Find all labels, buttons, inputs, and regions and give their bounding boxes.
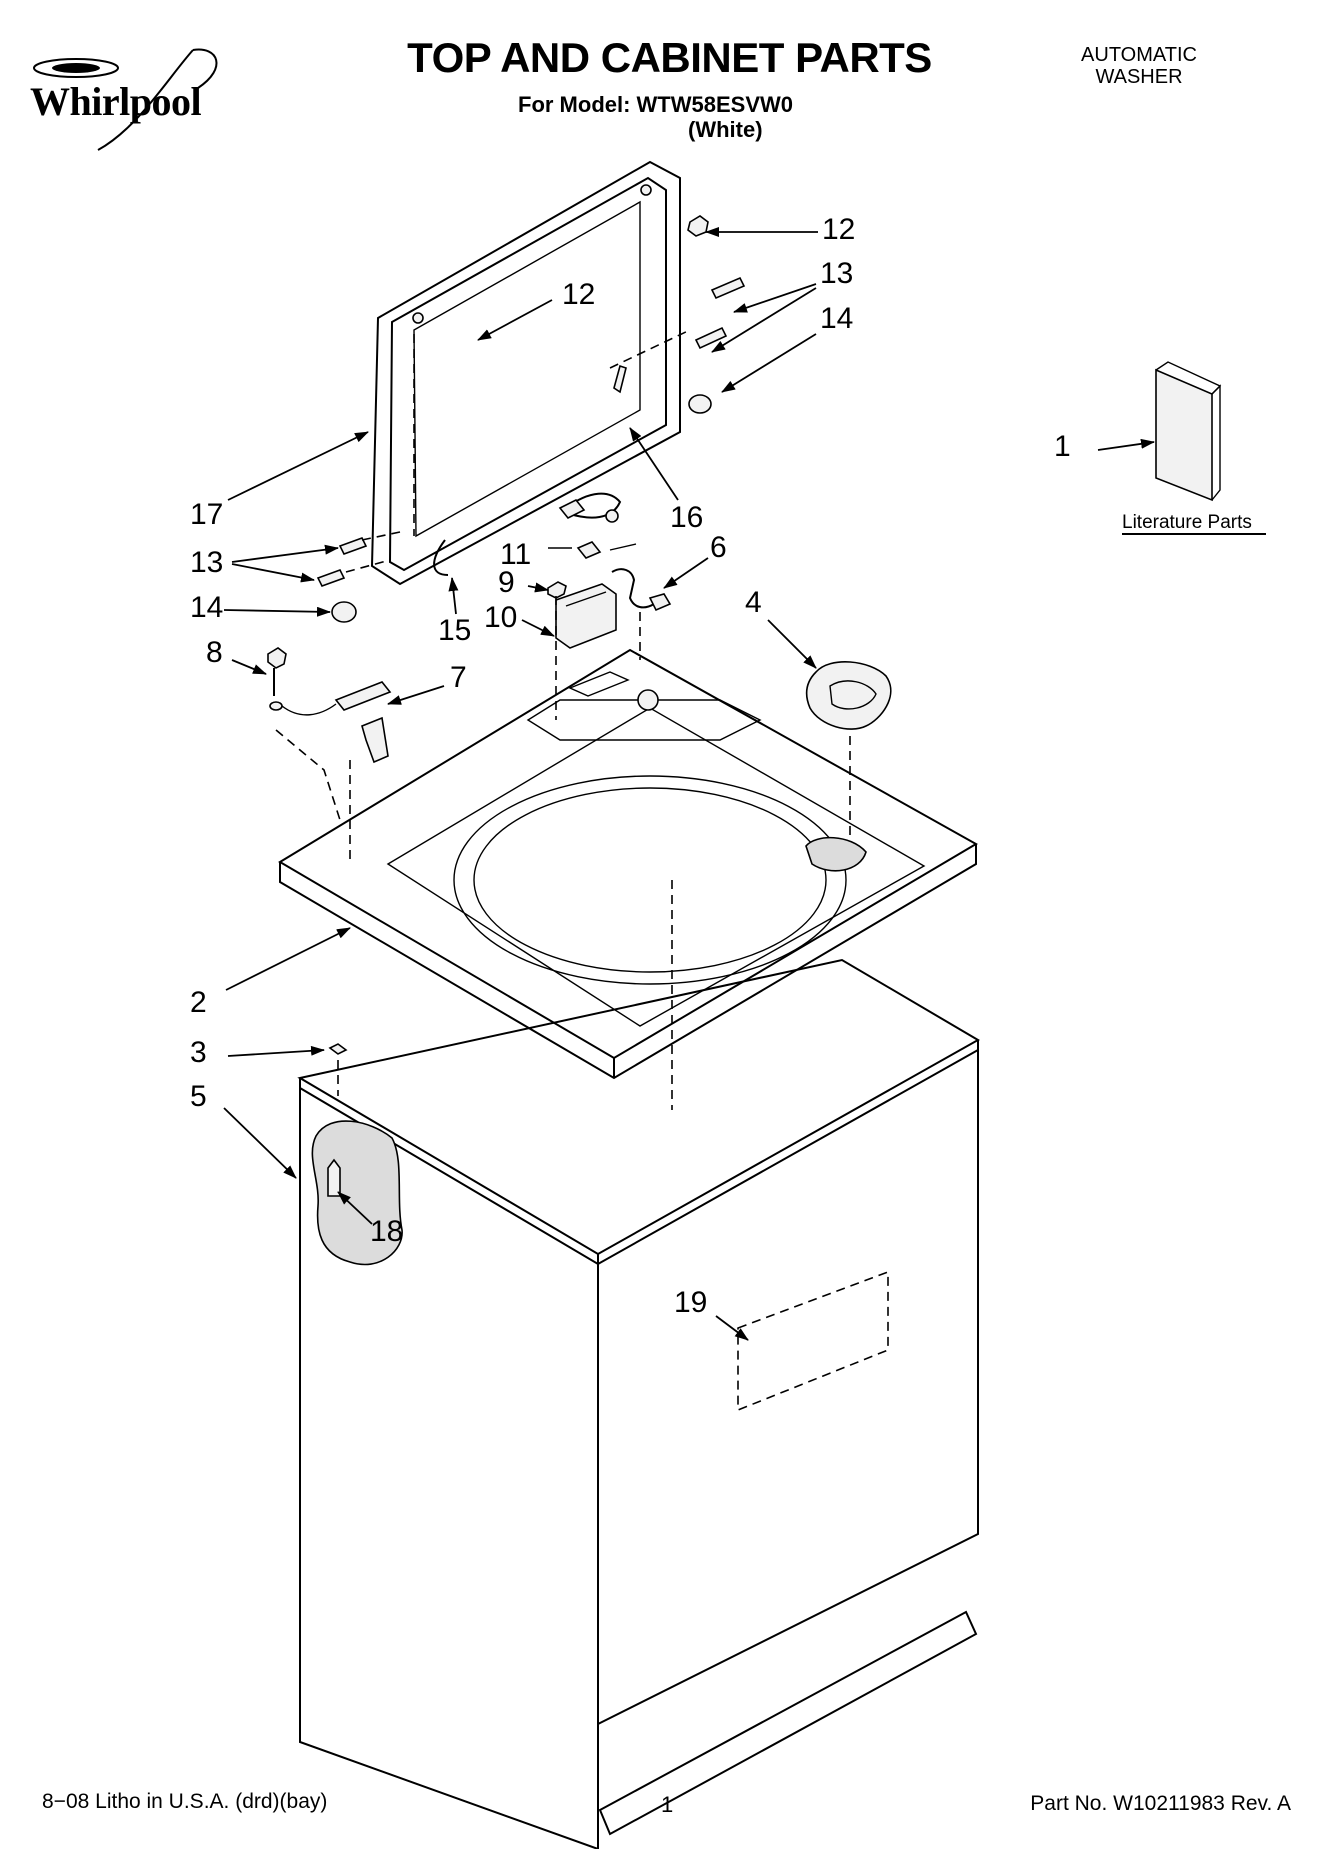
appliance-type: AUTOMATIC WASHER xyxy=(1059,44,1219,88)
callout-3: 3 xyxy=(190,1036,207,1069)
callout-4: 4 xyxy=(745,586,762,619)
callout-7: 7 xyxy=(450,661,467,694)
model-line: For Model: WTW58ESVW0 xyxy=(518,92,793,117)
top-panel xyxy=(278,648,979,1110)
hinge-hardware-right xyxy=(609,215,746,414)
callout-10: 10 xyxy=(484,601,518,634)
brand-name: Whirlpool xyxy=(30,79,202,124)
litho-note: 8−08 Litho in U.S.A. (drd)(bay) xyxy=(42,1790,328,1813)
leader-arrows xyxy=(223,227,1155,1341)
callout-1: 1 xyxy=(1054,430,1071,463)
lid-assembly xyxy=(370,160,681,586)
page-number: 1 xyxy=(661,1792,674,1817)
callout-12b: 12 xyxy=(562,278,596,311)
callout-5: 5 xyxy=(190,1080,207,1113)
appliance-line-2: WASHER xyxy=(1095,66,1183,88)
cabinet xyxy=(297,958,981,1849)
switch-bracket-parts xyxy=(267,647,392,860)
part-number: Part No. W10211983 Rev. A xyxy=(1030,1792,1291,1815)
callout-17: 17 xyxy=(190,498,224,531)
callout-2: 2 xyxy=(190,986,207,1019)
callout-14a: 14 xyxy=(820,302,854,335)
callout-6: 6 xyxy=(710,531,727,564)
callout-13a: 13 xyxy=(820,257,854,290)
page-title: TOP AND CABINET PARTS xyxy=(407,34,932,81)
lid-switch-parts xyxy=(547,568,672,720)
callout-19: 19 xyxy=(674,1286,708,1319)
callout-13b: 13 xyxy=(190,546,224,579)
hinge-hardware-left xyxy=(316,531,401,623)
callout-18: 18 xyxy=(370,1215,404,1248)
callout-9: 9 xyxy=(498,566,515,599)
callout-11: 11 xyxy=(500,538,532,571)
literature-parts-label: Literature Parts xyxy=(1122,512,1252,533)
wire-harness xyxy=(548,492,637,559)
color-line: (White) xyxy=(688,117,763,142)
callout-12a: 12 xyxy=(822,213,856,246)
callout-14b: 14 xyxy=(190,591,224,624)
literature-booklet xyxy=(1122,361,1266,535)
callout-8: 8 xyxy=(206,636,223,669)
appliance-line-1: AUTOMATIC xyxy=(1081,44,1197,66)
whirlpool-logo xyxy=(33,48,218,151)
dispenser-cup xyxy=(805,661,892,852)
callout-16: 16 xyxy=(670,501,704,534)
callout-15: 15 xyxy=(438,614,472,647)
